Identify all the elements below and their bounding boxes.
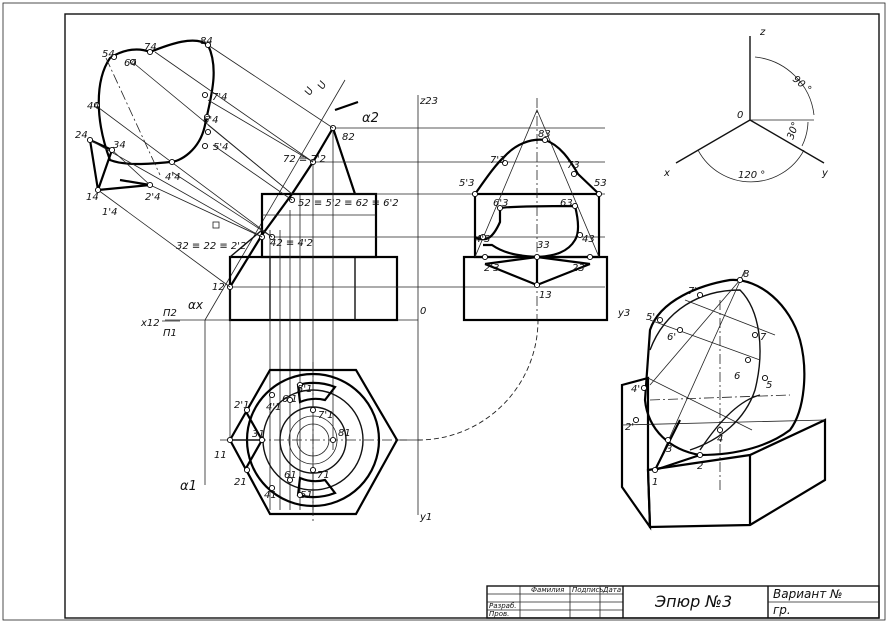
point-2p-4: 2'4 [145,192,160,203]
point-5p-3: 5'3 [459,178,474,189]
top-view: 2'1 31 11 21 81 4'1 6'1 5'1 7'1 61 71 41… [214,362,407,522]
point-4-2: 42 ≡ 4'2 [270,238,313,249]
point-7-1: 71 [317,470,330,481]
point-7-2: 72 ≡ 7'2 [283,154,326,165]
title-col-date: Дата [602,586,621,594]
axis-y-label: y [821,168,829,179]
point-3-1: 31 [252,429,265,440]
title-row-developed: Разраб. [489,602,517,610]
iso-point-7p: 7' [688,286,697,297]
point-2-1: 21 [234,477,247,488]
point-4p-4: 4'4 [165,172,180,183]
iso-point-8: 8 [743,269,749,280]
point-6p-1: 6'1 [282,394,297,405]
point-5-4: 54 [102,49,115,60]
iso-point-3: 3 [666,444,672,455]
point-5p-4: 5'4 [213,142,228,153]
axis-u2-label: U [316,79,330,91]
title-col-signature: Подпись [572,586,604,594]
point-6-3: 63 [560,198,573,209]
point-3-3: 33 [537,240,550,251]
point-2-4: 24 [75,130,88,141]
point-2-3: 23 [572,263,585,274]
iso-point-1: 1 [652,477,658,488]
point-1-4: 14 [86,192,99,203]
iso-point-7: 7 [760,332,767,343]
point-8-1: 81 [338,428,351,439]
iso-point-4p: 4' [631,384,640,395]
axis-u-label: U [303,85,317,97]
angle-120-label: 120 ° [738,170,765,181]
profile-view: 83 7'3 73 5'3 53 6'3 63 4'3 43 33 2'3 23… [459,98,609,322]
sheet-title: Эпюр №3 [654,592,732,611]
point-6-4: 64 [124,58,137,69]
point-5p-1: 5'1 [297,384,312,395]
point-7p-1: 7'1 [318,410,333,421]
axis-x-label: x [663,168,670,179]
point-6-1: 61 [284,470,297,481]
point-1-2: 12 [212,282,225,293]
axis-z23-label: z23 [419,96,438,107]
axis-y3-label: y3 [617,308,630,319]
iso-point-4: 4 [717,434,723,445]
iso-point-6p: 6' [667,332,676,343]
point-5-1: 51 [300,490,313,501]
iso-point-5p: 5' [646,312,655,323]
auxiliary-view: 84 74 64 54 44 24 14 34 7'4 6'4 5'4 4'4 … [75,36,334,288]
axis-system: z x y 0 90 ° 30° 120 ° [663,27,829,183]
point-4p-3: 4'3 [475,234,490,245]
group-label: гр. [773,603,791,617]
point-6p-4: 6'4 [203,115,218,126]
point-5-3: 53 [594,178,607,189]
projection-origin-label: 0 [420,306,426,317]
angle-90-label: 90 ° [790,74,813,96]
alpha1-label: α1 [180,479,197,494]
point-7-3: 73 [567,160,580,171]
point-1p-4: 1'4 [102,207,117,218]
iso-point-2p: 2' [625,422,634,433]
axis-y1-label: y1 [419,512,432,523]
iso-point-5: 5 [766,380,772,391]
point-4-4: 44 [87,101,100,112]
iso-point-6: 6 [734,371,740,382]
variant-label: Вариант № [773,587,843,601]
point-2p-3: 2'3 [484,263,499,274]
plane-pi2-label: П2 [163,308,177,319]
title-block: Фамилия Подпись Дата Разраб. Пров. Эпюр … [486,585,880,619]
angle-30-label: 30° [785,121,801,141]
point-7p-3: 7'3 [490,155,505,166]
projection-axes: z23 x12 П2 П1 y1 y3 0 α2 α1 αx U U [140,79,630,523]
point-3-4: 34 [113,140,126,151]
point-4-3: 43 [582,234,595,245]
point-6p-3: 6'3 [493,198,508,209]
axis-x12-label: x12 [140,318,160,329]
title-row-checked: Пров. [489,610,509,618]
point-1-1: 11 [214,450,227,461]
point-8-2: 82 [342,132,355,143]
point-4p-1: 4'1 [266,402,281,413]
iso-point-2: 2 [697,461,703,472]
axis-origin-label: 0 [737,110,743,121]
point-5-2: 52 ≡ 5'2 ≡ 62 ≡ 6'2 [298,198,399,209]
point-8-4: 84 [200,36,213,47]
isometric-view: 8 7' 5' 6' 7 6 5 4' 2' 3 4 2 1 [620,269,827,531]
point-7-4: 74 [144,42,157,53]
title-col-surname: Фамилия [531,586,564,594]
point-7p-4: 7'4 [212,92,227,103]
alpha2-label: α2 [362,111,379,126]
point-4-1: 41 [264,490,277,501]
alpha-x-label: αx [188,298,204,312]
axis-z-label: z [759,27,766,38]
point-1-3: 13 [539,290,552,301]
plane-pi1-label: П1 [163,328,177,339]
point-3-2: 32 ≡ 22 ≡ 2'2 [176,241,246,252]
drawing-frame [64,13,880,619]
point-8-3: 83 [538,129,551,140]
point-2p-1: 2'1 [234,400,249,411]
